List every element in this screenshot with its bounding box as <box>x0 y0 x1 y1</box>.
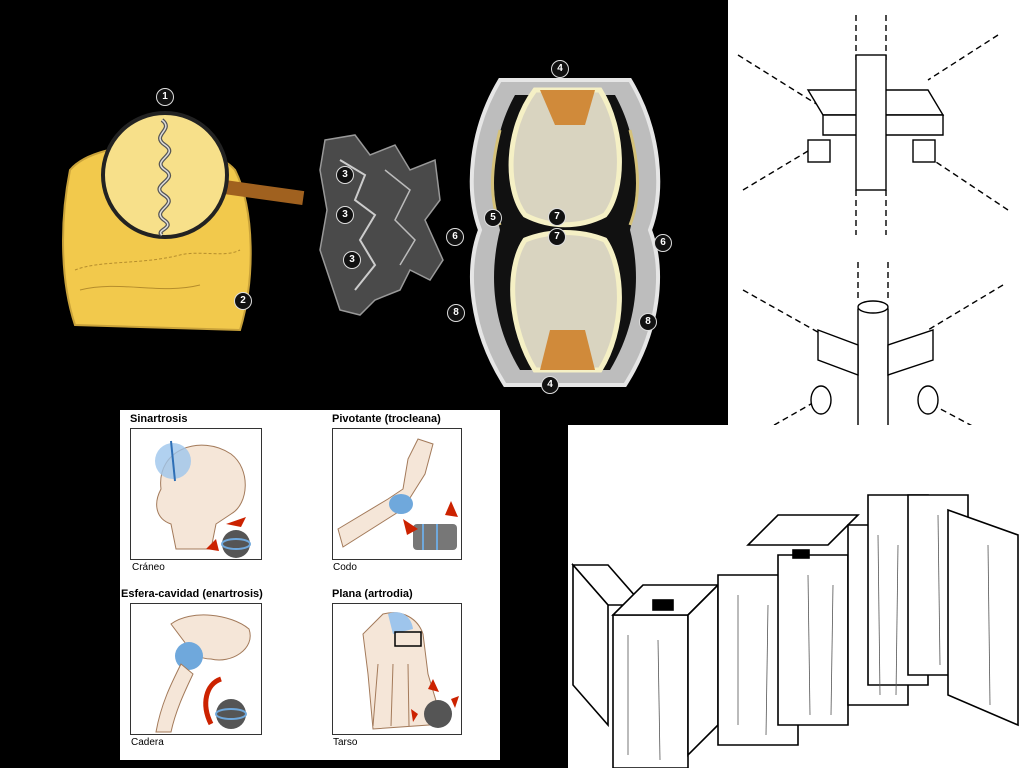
label-3a: 3 <box>336 166 354 184</box>
frame-pivotante <box>332 428 462 560</box>
label-8-right: 8 <box>639 313 657 331</box>
title-artrodia: Plana (artrodia) <box>332 588 413 600</box>
label-6-left: 6 <box>446 228 464 246</box>
label-1: 1 <box>156 88 174 106</box>
caption-codo: Codo <box>333 562 357 573</box>
label-5: 5 <box>484 209 502 227</box>
frame-enartrosis <box>130 603 262 735</box>
frame-artrodia <box>332 603 462 735</box>
caption-craneo: Cráneo <box>132 562 165 573</box>
frame-sinartrosis <box>130 428 262 560</box>
label-7-top: 7 <box>548 208 566 226</box>
label-3b: 3 <box>336 206 354 224</box>
pipe-joints-panel <box>728 0 1024 470</box>
label-6-right: 6 <box>654 234 672 252</box>
label-8-left: 8 <box>447 304 465 322</box>
label-4-bottom: 4 <box>541 376 559 394</box>
caption-cadera: Cadera <box>131 737 164 748</box>
timber-joint-panel <box>568 425 1024 768</box>
label-3c: 3 <box>343 251 361 269</box>
label-7-bottom: 7 <box>548 228 566 246</box>
skull-suture-illustration <box>40 80 320 360</box>
caption-tarso: Tarso <box>333 737 358 748</box>
title-enartrosis: Esfera-cavidad (enartrosis) <box>121 588 263 600</box>
label-4-top: 4 <box>551 60 569 78</box>
title-pivotante: Pivotante (trocleana) <box>332 413 441 425</box>
joint-types-panel: Sinartrosis Cráneo Pivotante (trocleana)… <box>120 410 500 760</box>
vertebra-section-illustration <box>315 130 445 320</box>
label-2: 2 <box>234 292 252 310</box>
title-sinartrosis: Sinartrosis <box>130 413 188 425</box>
